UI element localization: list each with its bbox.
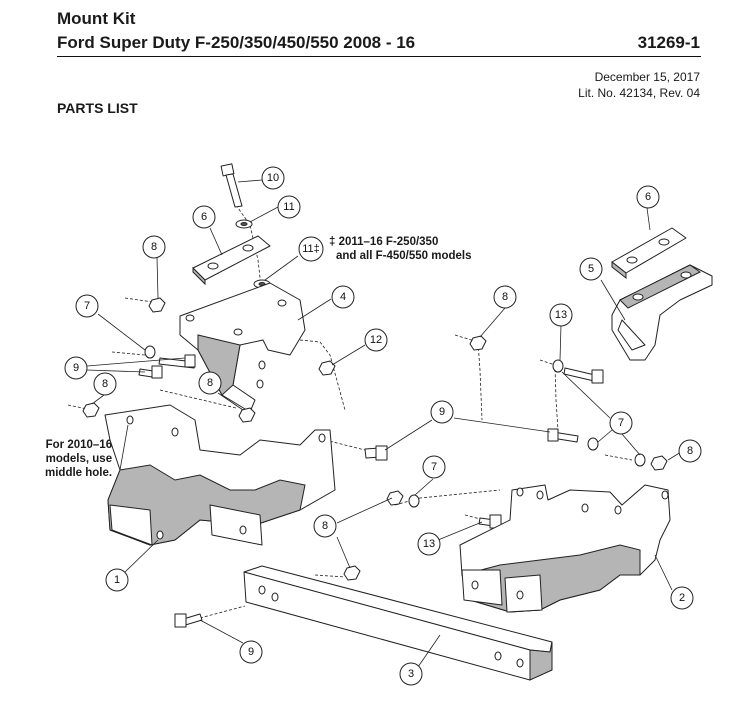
svg-text:7: 7 — [618, 417, 624, 429]
svg-text:7: 7 — [431, 461, 437, 473]
part-9-bolts — [138, 354, 579, 628]
svg-text:9: 9 — [248, 646, 254, 658]
svg-text:6: 6 — [201, 211, 207, 223]
callout-6-right: 6 — [636, 185, 660, 209]
part-13-bolts — [478, 367, 604, 529]
part-5-bracket — [611, 264, 713, 361]
callout-7-b: 7 — [609, 411, 633, 435]
callout-4: 4 — [331, 285, 355, 309]
callout-9-a: 9 — [64, 356, 88, 380]
svg-text:9: 9 — [73, 362, 79, 374]
part-2-right-mount — [459, 484, 671, 613]
section-title: PARTS LIST — [57, 100, 138, 116]
document-date: December 15, 2017 — [594, 70, 700, 84]
part-4-bracket — [179, 282, 306, 413]
callout-13-a: 13 — [549, 303, 573, 327]
note-2011-line2: and all F-450/550 models — [336, 250, 472, 262]
callout-13-b: 13 — [417, 532, 441, 556]
svg-text:12: 12 — [370, 334, 382, 346]
svg-text:10: 10 — [267, 172, 279, 184]
svg-text:4: 4 — [340, 291, 346, 303]
part-1-left-mount — [104, 404, 336, 546]
note-2010-line1: For 2010–16 — [45, 439, 113, 451]
callout-6-left: 6 — [192, 205, 216, 229]
callout-10: 10 — [261, 166, 285, 190]
callout-8-e: 8 — [678, 439, 702, 463]
callout-12: 12 — [364, 328, 388, 352]
callout-2: 2 — [670, 586, 694, 610]
part-12-locknut — [318, 360, 336, 376]
note-2010-models: For 2010–16 models, use middle hole. — [45, 438, 112, 480]
part-3-channel-bar — [243, 565, 553, 681]
part-6-plate-left — [192, 235, 271, 286]
callout-9-c: 9 — [239, 640, 263, 664]
svg-text:11: 11 — [283, 201, 294, 213]
callout-8-d: 8 — [493, 285, 517, 309]
note-2010-line2: models, use — [45, 453, 113, 465]
svg-text:13: 13 — [555, 309, 567, 321]
callout-8-c: 8 — [198, 371, 222, 395]
svg-text:11‡: 11‡ — [302, 243, 320, 255]
document-subtitle: Ford Super Duty F-250/350/450/550 2008 -… — [57, 33, 416, 52]
callout-8-a: 8 — [142, 235, 166, 259]
callout-7-a: 7 — [75, 294, 99, 318]
document-title: Mount Kit — [57, 9, 136, 28]
callout-11: 11 — [277, 195, 301, 219]
header-rule — [57, 56, 701, 57]
svg-text:1: 1 — [114, 574, 120, 586]
callout-9-b: 9 — [430, 400, 454, 424]
part-8-nuts — [82, 297, 668, 581]
callout-11-dagger: 11‡ — [298, 236, 324, 262]
svg-text:5: 5 — [588, 263, 594, 275]
literature-number: Lit. No. 42134, Rev. 04 — [578, 86, 700, 100]
svg-text:8: 8 — [207, 377, 213, 389]
callout-8-b: 8 — [93, 372, 117, 396]
svg-text:6: 6 — [645, 191, 651, 203]
callout-7-c: 7 — [422, 455, 446, 479]
svg-text:2: 2 — [679, 592, 685, 604]
svg-text:8: 8 — [502, 291, 508, 303]
note-2010-line3: middle hole. — [45, 467, 113, 479]
svg-text:8: 8 — [687, 445, 693, 457]
svg-text:3: 3 — [408, 668, 414, 680]
callout-5: 5 — [579, 257, 603, 281]
part-6-plate-right — [611, 227, 687, 280]
note-2011-models: ‡ 2011–16 F-250/350 and all F-450/550 mo… — [329, 235, 472, 263]
callout-1: 1 — [105, 568, 129, 592]
note-2011-line1: ‡ 2011–16 F-250/350 — [329, 236, 439, 248]
svg-text:7: 7 — [84, 300, 90, 312]
callout-8-f: 8 — [313, 514, 337, 538]
svg-text:13: 13 — [423, 538, 435, 550]
part-10-bolt — [220, 163, 243, 208]
svg-text:9: 9 — [439, 406, 445, 418]
leader-lines — [86, 179, 682, 668]
document-number: 31269-1 — [637, 33, 700, 52]
svg-text:8: 8 — [322, 520, 328, 532]
svg-text:8: 8 — [102, 378, 108, 390]
svg-text:8: 8 — [151, 241, 157, 253]
part-7-washers — [144, 345, 646, 508]
callout-3: 3 — [399, 662, 423, 686]
